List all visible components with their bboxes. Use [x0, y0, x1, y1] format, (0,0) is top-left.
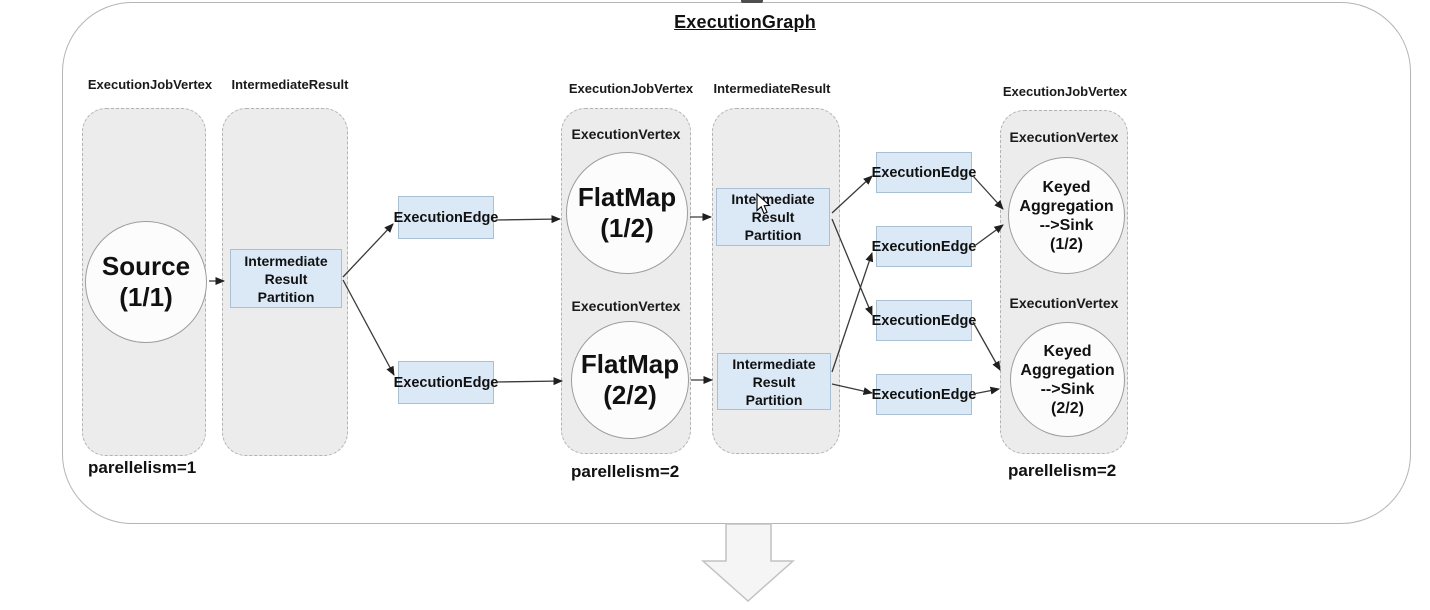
- node-flatmap1-index: (1/2): [600, 213, 654, 243]
- box-execution-edge-2: ExecutionEdge: [394, 361, 498, 404]
- node-source-index: (1/1): [119, 282, 173, 312]
- label-parallelism-left: parellelism=1: [88, 458, 197, 477]
- label-execution-vertex-sink1: ExecutionVertex: [1009, 129, 1119, 145]
- irp2-line2: Result: [751, 209, 795, 225]
- label-mid-intermediate-result: IntermediateResult: [713, 81, 831, 96]
- box-execution-edge-3: ExecutionEdge: [872, 152, 976, 193]
- node-source-name: Source: [101, 251, 191, 281]
- big-down-arrow: [701, 523, 795, 603]
- node-keyed-agg-sink-1: Keyed Aggregation -->Sink (1/2): [1008, 157, 1125, 274]
- irp3-line1: Intermediate: [732, 355, 816, 372]
- label-execution-vertex-sink2: ExecutionVertex: [1009, 295, 1119, 311]
- node-flatmap-1: FlatMap (1/2): [566, 152, 688, 274]
- label-left-execution-job-vertex: ExecutionJobVertex: [87, 77, 213, 92]
- irp1-line3: Partition: [257, 288, 315, 305]
- label-execution-vertex-flatmap2: ExecutionVertex: [571, 298, 681, 314]
- irp2-line1: Intermediate: [731, 191, 815, 207]
- node-flatmap2-index: (2/2): [603, 380, 657, 410]
- box-execution-edge-5: ExecutionEdge: [872, 300, 976, 341]
- box-execution-edge-1: ExecutionEdge: [394, 196, 498, 239]
- label-execution-vertex-flatmap1: ExecutionVertex: [571, 126, 681, 142]
- irp1-line1: Intermediate: [244, 252, 328, 269]
- keyed2-line2: Aggregation: [1020, 361, 1115, 379]
- box-execution-edge-4: ExecutionEdge: [872, 226, 976, 267]
- box-intermediate-result-partition-1: Intermediate Result Partition: [230, 249, 342, 308]
- irp2-line3: Partition: [744, 227, 802, 243]
- label-right-execution-job-vertex: ExecutionJobVertex: [1002, 84, 1128, 99]
- node-keyed-agg-sink-2: Keyed Aggregation -->Sink (2/2): [1010, 322, 1125, 437]
- keyed1-line4: (1/2): [1050, 235, 1083, 253]
- node-source: Source (1/1): [85, 221, 207, 343]
- node-flatmap1-name: FlatMap: [577, 182, 677, 212]
- irp3-line3: Partition: [745, 391, 803, 408]
- box-intermediate-result-partition-2: Intermediate Result Partition: [716, 188, 830, 246]
- keyed1-line3: -->Sink: [1039, 216, 1094, 234]
- label-mid-execution-job-vertex: ExecutionJobVertex: [568, 81, 694, 96]
- irp1-line2: Result: [264, 270, 308, 287]
- box-intermediate-result-partition-3: Intermediate Result Partition: [717, 353, 831, 410]
- keyed1-line2: Aggregation: [1019, 197, 1114, 215]
- keyed1-line1: Keyed: [1042, 178, 1091, 196]
- top-edge-mark: [741, 0, 763, 3]
- keyed2-line1: Keyed: [1043, 342, 1092, 360]
- irp3-line2: Result: [752, 373, 796, 390]
- label-parallelism-right: parellelism=2: [1008, 461, 1117, 480]
- node-flatmap-2: FlatMap (2/2): [571, 321, 689, 439]
- label-left-intermediate-result: IntermediateResult: [231, 77, 349, 92]
- keyed2-line4: (2/2): [1051, 399, 1084, 417]
- diagram-title: ExecutionGraph: [674, 12, 816, 32]
- box-execution-edge-6: ExecutionEdge: [872, 374, 976, 415]
- keyed2-line3: -->Sink: [1040, 380, 1095, 398]
- label-parallelism-middle: parellelism=2: [571, 462, 680, 481]
- node-flatmap2-name: FlatMap: [580, 349, 680, 379]
